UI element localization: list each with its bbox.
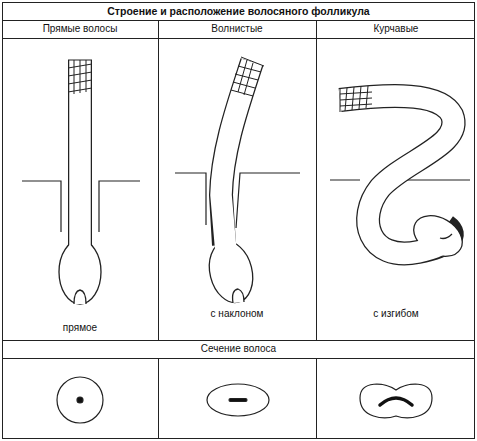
column-header: Волнистые	[211, 23, 262, 35]
column-header: Прямые волосы	[43, 23, 118, 35]
curly-follicle	[330, 86, 470, 265]
straight-follicle	[22, 60, 140, 304]
hair-cross-sections	[57, 377, 432, 423]
follicle-position: с изгибом	[373, 308, 418, 320]
table-title: Строение и расположение волосяного фолли…	[107, 5, 369, 17]
wavy-follicle	[175, 57, 300, 307]
follicle-position: прямое	[63, 322, 97, 334]
follicle-position: с наклоном	[211, 308, 264, 320]
column-header: Курчавые	[374, 23, 419, 35]
section-header: Сечение волоса	[201, 343, 276, 355]
